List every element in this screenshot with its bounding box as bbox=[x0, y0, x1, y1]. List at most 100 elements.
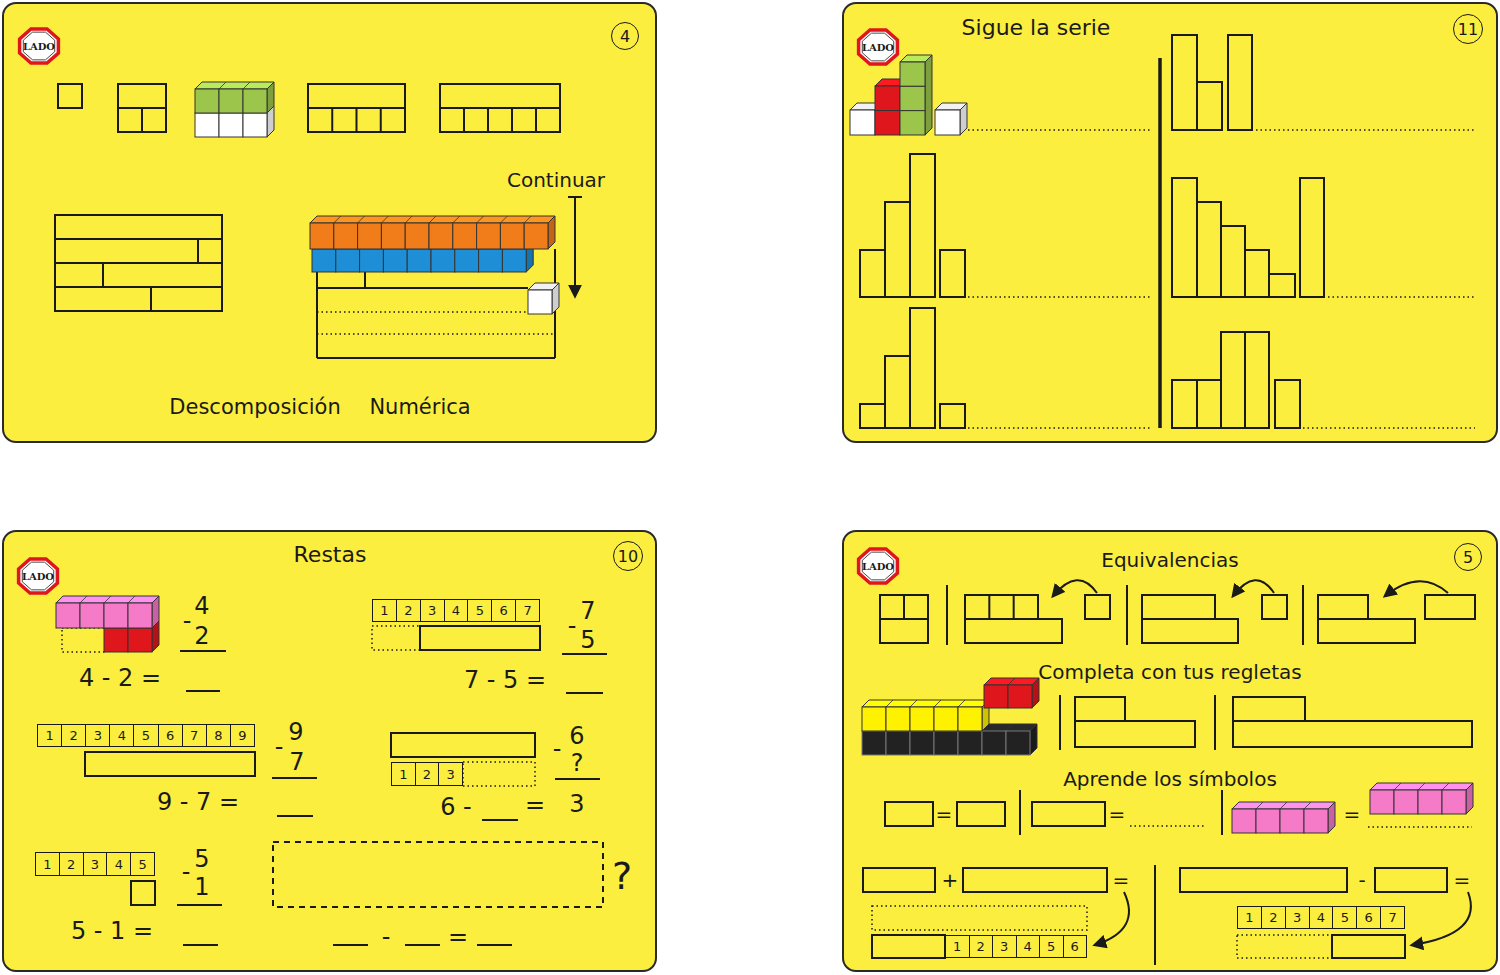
worksheet-label: = bbox=[1109, 803, 1126, 826]
rod-outline bbox=[863, 868, 935, 892]
line bbox=[968, 129, 1150, 131]
rod-outline bbox=[273, 842, 603, 907]
worksheet-label: 7 - 5 = bbox=[464, 667, 546, 695]
rod-outline bbox=[58, 84, 82, 108]
rod-outline bbox=[1075, 721, 1195, 747]
rod-outline bbox=[1075, 697, 1125, 721]
line bbox=[968, 427, 1150, 429]
numbered-rod: 1234567 bbox=[1237, 906, 1405, 929]
rod-number: 5 bbox=[468, 600, 492, 621]
card-heading: Sigue la serie bbox=[962, 15, 1111, 40]
rod-number: 5 bbox=[1333, 907, 1357, 928]
rod-outline bbox=[885, 202, 910, 297]
line bbox=[1221, 790, 1223, 835]
rod-number: 1 bbox=[946, 936, 970, 957]
rod-outline bbox=[965, 595, 1038, 619]
rod-outline bbox=[910, 154, 935, 297]
rod-outline bbox=[1375, 868, 1447, 892]
rod-number: 7 bbox=[516, 600, 539, 621]
cuisenaire-rod bbox=[984, 678, 1039, 708]
card-illustration bbox=[4, 4, 655, 441]
line bbox=[364, 272, 366, 288]
cuisenaire-rod bbox=[1370, 783, 1473, 814]
rod-number: 6 bbox=[1064, 936, 1087, 957]
card-heading: Descomposición Numérica bbox=[169, 395, 470, 419]
worksheet-card: Descomposición NuméricaLADO4Continuar bbox=[2, 2, 657, 443]
logo-text: LADO bbox=[862, 42, 894, 53]
rod-number: 3 bbox=[1286, 907, 1310, 928]
line bbox=[180, 650, 226, 652]
line bbox=[1158, 58, 1162, 428]
line bbox=[183, 944, 218, 946]
rod-outline bbox=[965, 619, 1062, 643]
worksheet-label: 7 bbox=[289, 749, 304, 777]
card-heading: Aprende los símbolos bbox=[1063, 768, 1277, 791]
rod-outline bbox=[1245, 250, 1269, 297]
line bbox=[405, 944, 440, 946]
arrow bbox=[574, 197, 576, 296]
cell-divider bbox=[331, 108, 333, 132]
rod-outline bbox=[963, 868, 1107, 892]
rod-outline bbox=[151, 287, 222, 311]
rod-number: 3 bbox=[86, 725, 110, 746]
rod-number: 1 bbox=[373, 600, 397, 621]
card-number: 4 bbox=[611, 22, 639, 50]
rod-outline bbox=[1300, 178, 1324, 297]
rod-number: 2 bbox=[62, 725, 86, 746]
card-heading: Restas bbox=[294, 542, 367, 567]
line bbox=[317, 357, 555, 359]
rod-outline bbox=[85, 752, 255, 776]
rod-number: 8 bbox=[207, 725, 231, 746]
worksheet-label: - bbox=[182, 859, 191, 887]
cuisenaire-rod bbox=[900, 55, 932, 135]
rod-outline bbox=[1032, 802, 1105, 826]
worksheet-label: 6 - bbox=[440, 794, 472, 822]
cuisenaire-rod bbox=[528, 283, 559, 314]
rod-number: 4 bbox=[1017, 936, 1041, 957]
rod-outline bbox=[1197, 202, 1221, 297]
worksheet-label: 4 - 2 = bbox=[79, 665, 161, 693]
worksheet-label: 3 bbox=[569, 791, 584, 819]
curved-arrow bbox=[1385, 581, 1448, 596]
rod-cells bbox=[118, 108, 166, 132]
curved-arrow bbox=[1053, 580, 1097, 596]
rod-outline bbox=[118, 84, 166, 108]
line bbox=[946, 585, 948, 645]
rod-outline bbox=[1245, 332, 1269, 428]
rod-outline bbox=[131, 881, 155, 905]
line bbox=[1059, 695, 1061, 750]
rod-outline bbox=[440, 84, 560, 108]
line bbox=[1368, 826, 1472, 828]
rod-outline bbox=[940, 250, 965, 297]
rod-number: 1 bbox=[36, 853, 60, 875]
cell-divider bbox=[511, 108, 513, 132]
worksheet-label: 7 bbox=[580, 598, 595, 626]
line bbox=[903, 595, 905, 619]
worksheet-label: - bbox=[553, 736, 562, 764]
numbered-rod: 1234567 bbox=[372, 599, 540, 622]
rod-number: 3 bbox=[439, 763, 462, 785]
rod-cells bbox=[440, 108, 560, 132]
curved-arrow bbox=[1095, 892, 1129, 945]
rod-outline bbox=[198, 239, 222, 263]
line bbox=[333, 944, 368, 946]
line bbox=[277, 815, 313, 817]
worksheet-label: 4 bbox=[194, 593, 209, 621]
logo-text: LADO bbox=[862, 561, 894, 572]
rod-number: 2 bbox=[416, 763, 440, 785]
worksheet-label: = bbox=[1344, 803, 1361, 826]
rod-outline bbox=[1085, 595, 1110, 619]
worksheet-label: + bbox=[942, 869, 959, 892]
rod-outline bbox=[1262, 595, 1287, 619]
worksheet-label: = bbox=[936, 803, 953, 826]
rod-number: 2 bbox=[60, 853, 84, 875]
cuisenaire-rod bbox=[195, 82, 274, 113]
rod-cells bbox=[308, 108, 405, 132]
rod-outline bbox=[1269, 274, 1295, 297]
rod-number: 4 bbox=[445, 600, 469, 621]
rod-outline bbox=[1332, 935, 1405, 958]
worksheet-label: = bbox=[1113, 869, 1130, 892]
numbered-rod: 12345 bbox=[35, 852, 155, 876]
brand-logo: LADO bbox=[855, 27, 901, 67]
rod-outline bbox=[1172, 380, 1197, 428]
